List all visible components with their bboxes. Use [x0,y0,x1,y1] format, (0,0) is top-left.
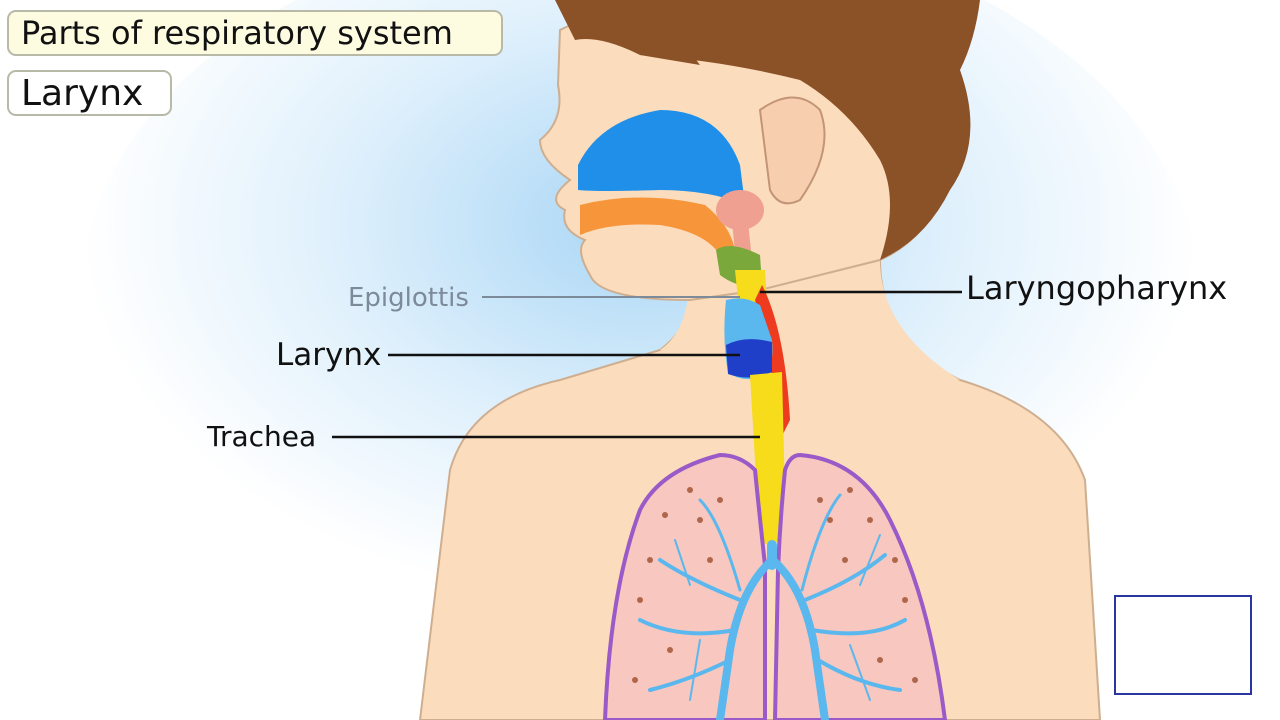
title-box: Parts of respiratory system [7,10,503,56]
alveoli-dots [632,487,918,683]
page-title: Parts of respiratory system [21,14,453,52]
pharynx [716,190,764,230]
label-larynx: Larynx [276,337,382,373]
ear [758,96,826,205]
nasal-cavity [578,110,745,205]
logo-box [1114,595,1252,695]
subtitle-box: Larynx [7,70,172,116]
page-subtitle: Larynx [21,72,144,114]
label-epiglottis: Epiglottis [348,283,469,313]
label-trachea: Trachea [207,420,317,453]
oral-pathway [580,197,735,255]
left-lung [602,452,767,720]
label-laryngopharynx: Laryngopharynx [966,269,1228,307]
bronchial-tree [638,493,907,720]
hair [555,0,980,260]
